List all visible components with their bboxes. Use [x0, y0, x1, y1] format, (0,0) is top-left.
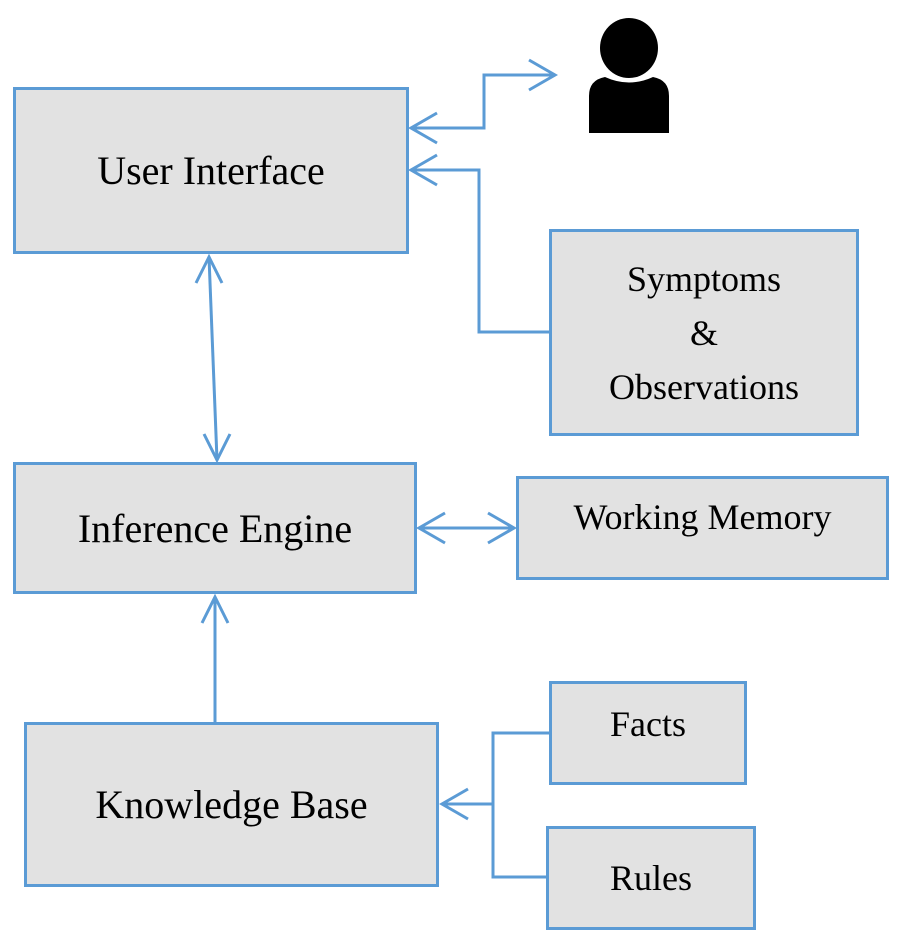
node-label: Symptoms & Observations — [609, 258, 799, 407]
arrowhead-to-user — [528, 58, 559, 92]
node-rules: Rules — [546, 826, 756, 930]
edge-facts-rules-knowledge — [438, 731, 549, 879]
node-user-interface: User Interface — [13, 87, 409, 254]
node-working-memory: Working Memory — [516, 476, 889, 580]
arrowhead-to-knowledge — [438, 787, 469, 821]
node-label: User Interface — [97, 148, 325, 193]
edge-ui-inference — [194, 253, 232, 464]
edge-knowledge-inference — [200, 593, 230, 722]
node-label: Inference Engine — [77, 505, 353, 551]
edge-ui-user — [407, 58, 559, 145]
node-label: Rules — [609, 858, 692, 898]
node-symptoms-observations: Symptoms & Observations — [549, 229, 859, 436]
node-label: Facts — [610, 704, 686, 744]
user-icon — [589, 18, 669, 133]
node-inference-engine: Inference Engine — [13, 462, 417, 594]
arrowhead-up-ui — [194, 253, 224, 284]
arrowhead-down-inference — [202, 433, 232, 464]
edge-inference-memory — [415, 511, 518, 545]
node-label: Working Memory — [573, 497, 832, 537]
edge-symptoms-ui — [407, 153, 549, 334]
arrowhead-to-ui-2 — [407, 153, 438, 187]
node-facts: Facts — [549, 681, 747, 785]
arrowhead-up-inference — [200, 593, 230, 624]
node-knowledge-base: Knowledge Base — [24, 722, 439, 887]
arrowhead-to-ui — [407, 111, 438, 145]
arrowhead-to-inference — [415, 511, 446, 545]
node-label: Knowledge Base — [95, 782, 368, 827]
arrowhead-to-memory — [487, 511, 518, 545]
